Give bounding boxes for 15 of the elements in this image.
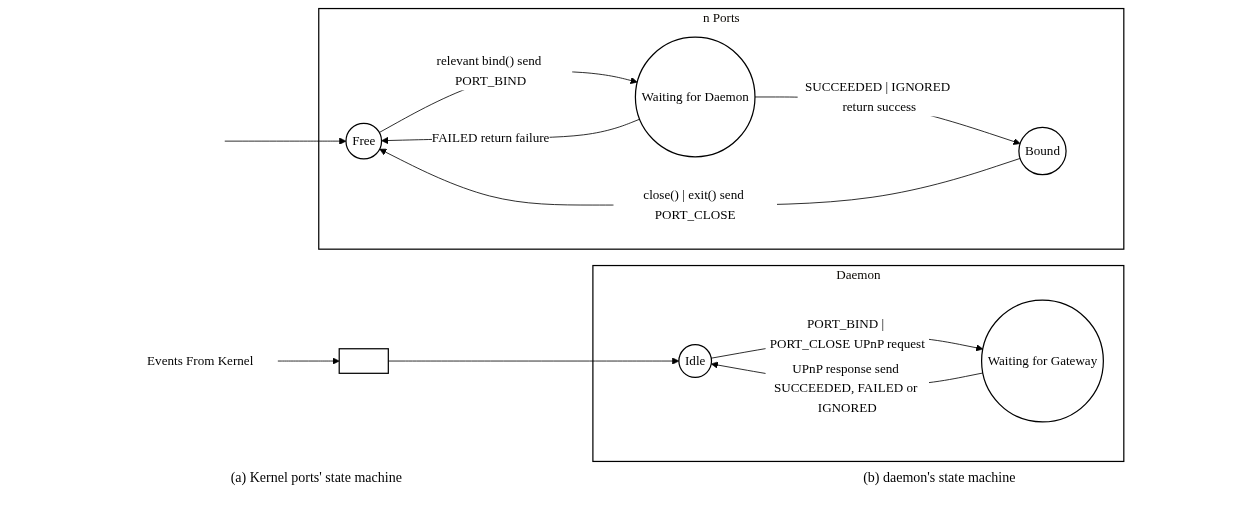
caption-text: (a) Kernel ports' state machine xyxy=(230,470,402,486)
node-box xyxy=(338,348,389,374)
node-text: Events From Kernel xyxy=(146,353,254,368)
edge-label: SUCCEEDED | IGNORED return success xyxy=(804,79,951,114)
edge-label: FAILED return failure xyxy=(431,130,550,145)
node-circle: Waiting for Gateway xyxy=(980,299,1104,423)
node-circle: Idle xyxy=(678,344,712,378)
edge-label: PORT_BIND | PORT_CLOSE UPnP request xyxy=(769,316,925,351)
caption-text: (b) daemon's state machine xyxy=(863,470,1016,486)
edge-label: relevant bind() send PORT_BIND xyxy=(436,53,542,88)
edge-label: close() | exit() send PORT_CLOSE xyxy=(643,187,744,222)
node-circle: Free xyxy=(345,122,382,160)
node-circle: Bound xyxy=(1018,126,1067,176)
node-circle: Waiting for Daemon xyxy=(634,36,756,158)
edge-label: UPnP response send SUCCEEDED, FAILED or IGNORED xyxy=(773,361,918,415)
